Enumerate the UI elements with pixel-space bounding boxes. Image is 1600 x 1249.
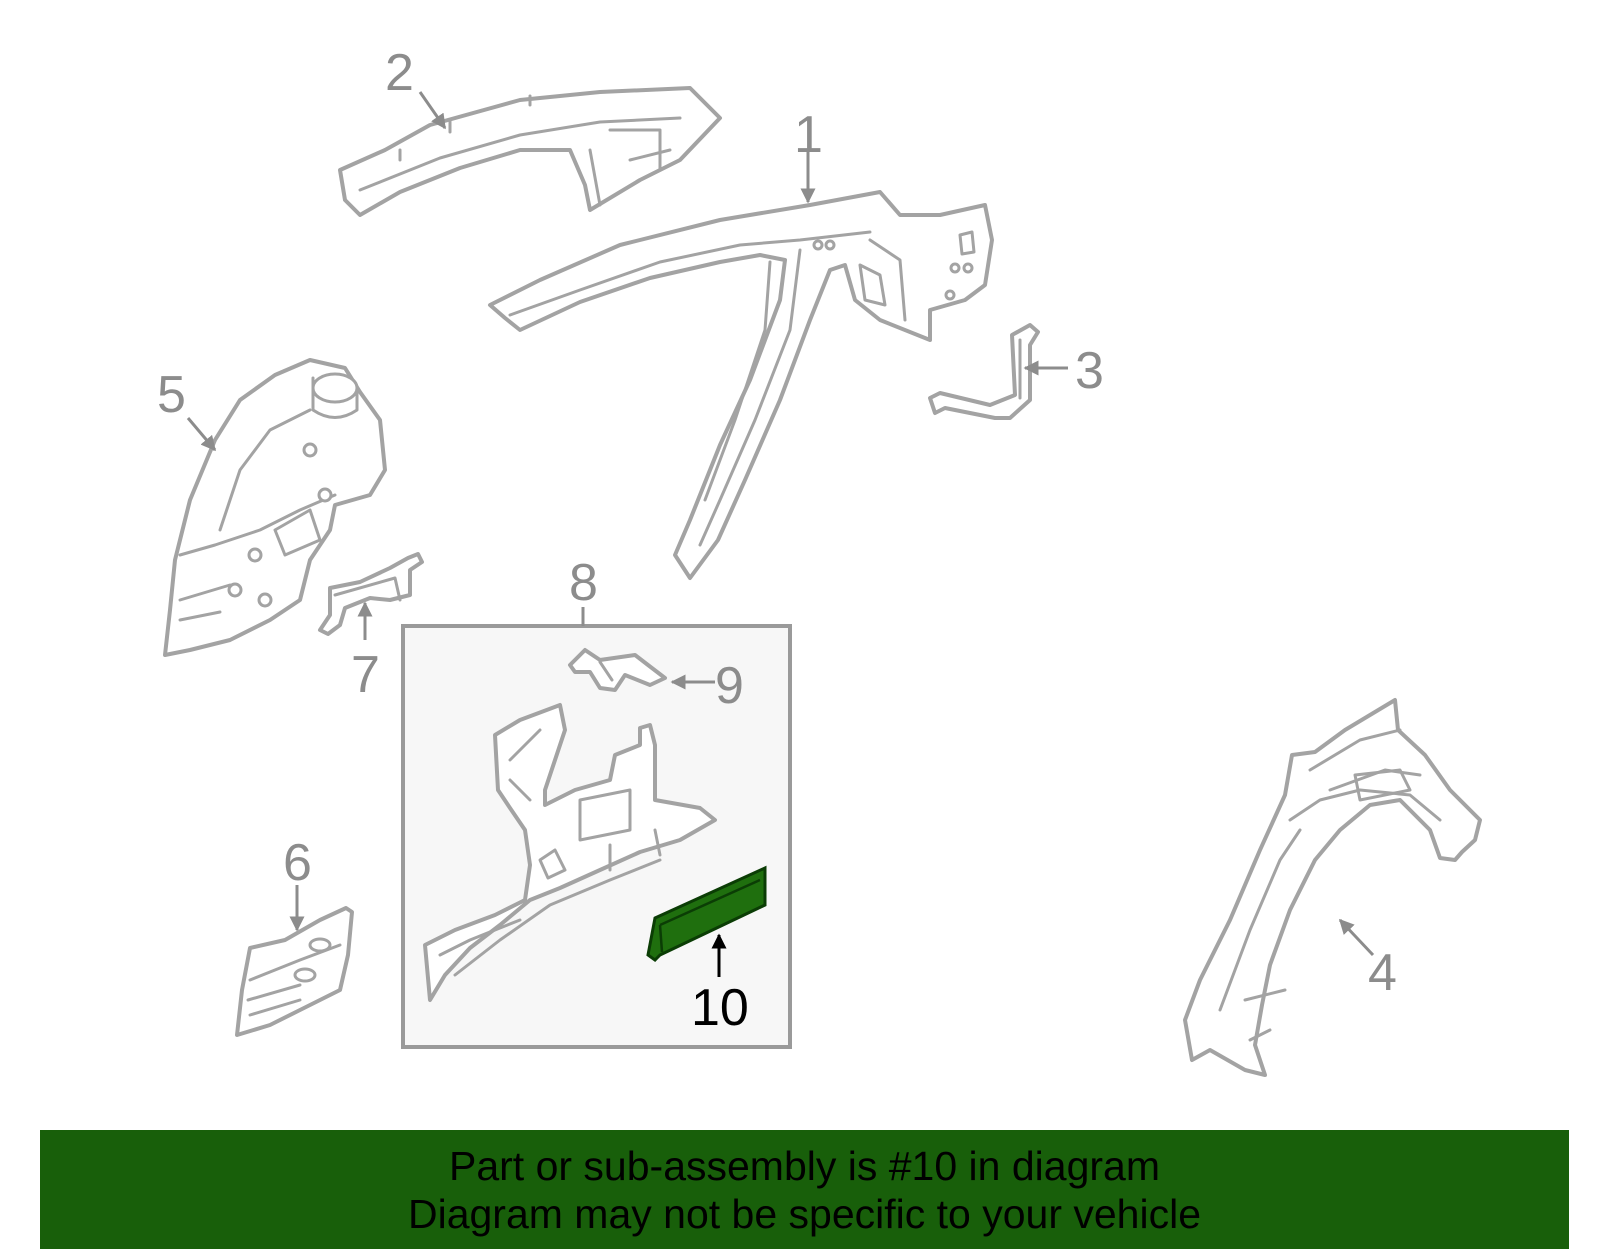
callout-5: 5 [157,366,186,424]
callout-10: 10 [691,979,749,1037]
callout-2: 2 [385,44,414,102]
part-3-bracket [928,323,1040,420]
banner-line-1: Part or sub-assembly is #10 in diagram [449,1142,1160,1189]
info-banner: Part or sub-assembly is #10 in diagram D… [40,1130,1569,1249]
leader-lines [186,91,1375,977]
callout-3: 3 [1075,342,1104,400]
part-4-quarter-outer [1183,698,1482,1077]
banner-line-2: Diagram may not be specific to your vehi… [407,1190,1201,1237]
part-1-pillar-arch [488,190,994,580]
part-6-panel [235,906,354,1037]
callout-1: 1 [794,106,823,164]
part-5-quarter-inner [163,358,387,657]
part-7-bracket [318,552,424,636]
callout-4: 4 [1368,944,1397,1002]
callout-6: 6 [283,834,312,892]
part-8-assembly [423,703,717,1002]
part-9-bracket [568,648,667,692]
callout-7: 7 [351,646,380,704]
inset-box-part-8 [401,607,792,1049]
callout-8: 8 [569,554,598,612]
callout-9: 9 [715,657,744,715]
part-2-upper-rail [338,86,722,217]
